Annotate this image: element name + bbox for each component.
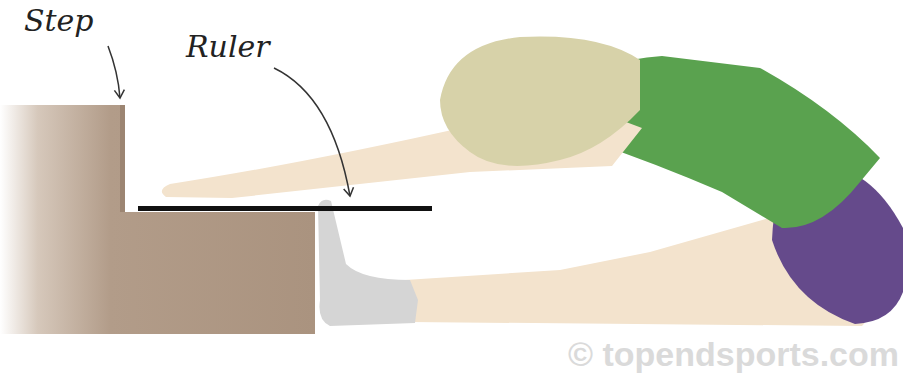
step-face — [120, 105, 125, 212]
leader-line — [108, 46, 120, 98]
hair — [440, 36, 640, 165]
part-label: Ruler — [186, 30, 270, 63]
step-block — [0, 105, 315, 334]
ruler — [138, 206, 432, 211]
watermark: © topendsports.com — [568, 336, 899, 373]
leader-line — [274, 68, 350, 196]
sock-feet — [318, 200, 418, 326]
part-label: Step — [24, 4, 94, 37]
